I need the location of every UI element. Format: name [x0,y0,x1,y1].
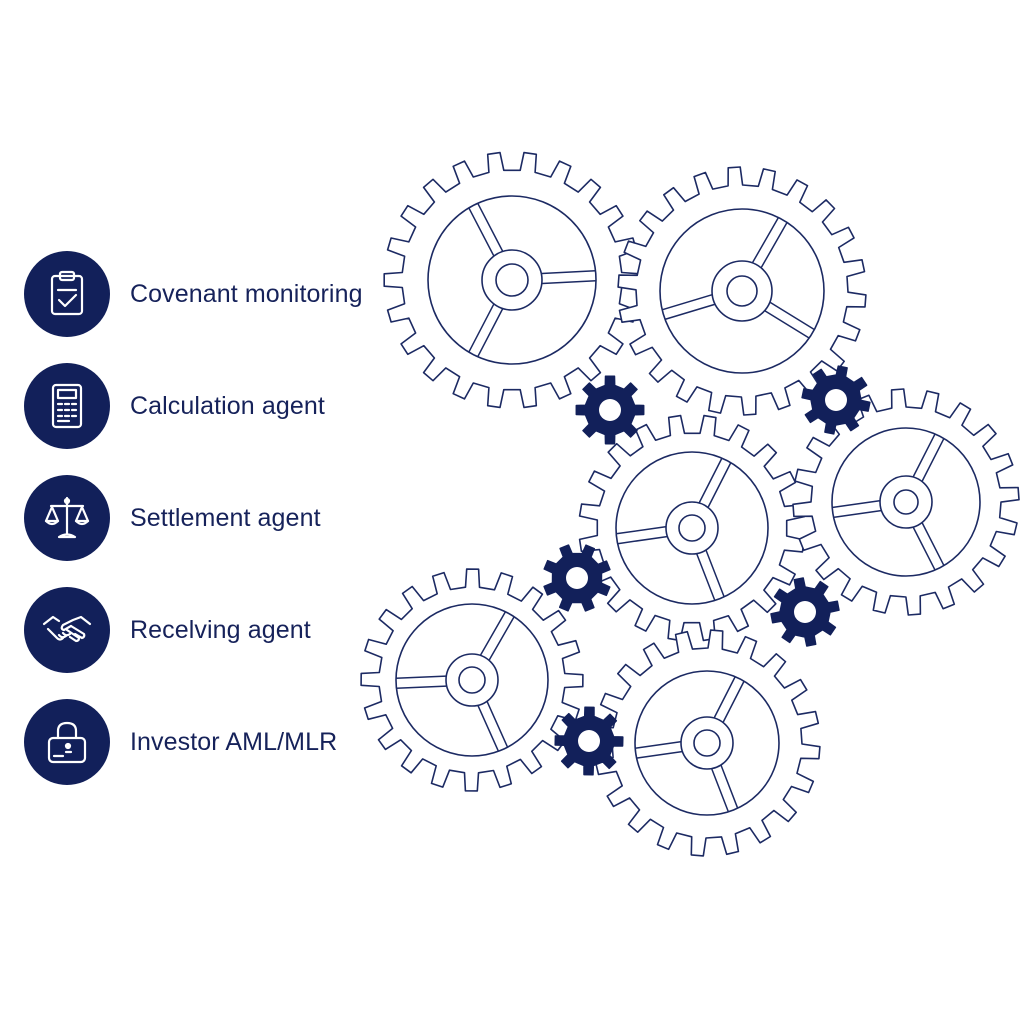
service-item-investor-aml: Investor AML/MLR [24,698,337,786]
gear-filled-5 [554,706,624,776]
service-item-settlement-agent: Settlement agent [24,474,321,562]
handshake-icon [24,587,110,673]
service-label: Recelving agent [130,615,311,644]
service-item-receiving-agent: Recelving agent [24,586,311,674]
padlock-icon [24,699,110,785]
service-label: Covenant monitoring [130,279,363,308]
service-item-covenant-monitoring: Covenant monitoring [24,250,363,338]
service-label: Calculation agent [130,391,325,420]
clipboard-check-icon [24,251,110,337]
gear-filled-1 [575,375,645,445]
calculator-icon [24,363,110,449]
gear-filled-2 [801,365,871,435]
gear-outline-3 [578,414,806,642]
scales-icon [24,475,110,561]
service-label: Investor AML/MLR [130,727,338,756]
gear-outline-5 [360,568,584,792]
service-label: Settlement agent [130,503,321,532]
gear-filled-3 [543,544,611,612]
gear-filled-4 [770,577,840,647]
gear-outline-1 [383,151,641,409]
service-item-calculation-agent: Calculation agent [24,362,325,450]
service-list: Covenant monitoring Calculation agent [0,0,400,1024]
gear-outline-6 [593,629,821,857]
gear-outline-4 [792,388,1020,616]
gear-outline-2 [617,166,867,416]
